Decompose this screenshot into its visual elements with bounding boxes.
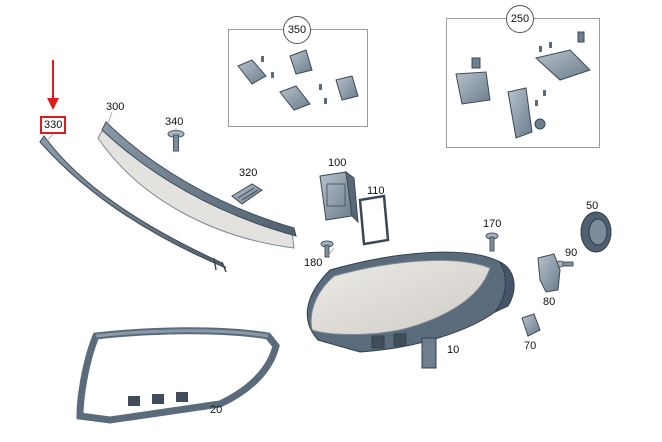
callout-90[interactable]: 90 <box>565 247 578 259</box>
part-90-screw[interactable] <box>555 260 574 268</box>
group-350-parts[interactable] <box>237 49 359 111</box>
part-340-screw[interactable] <box>167 130 185 152</box>
callout-20[interactable]: 20 <box>210 404 223 416</box>
callout-50[interactable]: 50 <box>586 200 599 212</box>
leader-lines <box>45 111 335 257</box>
group-250-label[interactable]: 250 <box>506 5 534 33</box>
part-300-bezel[interactable] <box>97 121 297 249</box>
group-250-box <box>446 18 600 148</box>
callout-110[interactable]: 110 <box>367 185 385 197</box>
part-100-control-unit[interactable] <box>319 170 359 224</box>
part-180-screw[interactable] <box>320 240 334 258</box>
callout-330-highlighted[interactable]: 330 <box>40 116 67 134</box>
callout-100[interactable]: 100 <box>328 157 347 169</box>
group-350-label[interactable]: 350 <box>283 16 311 44</box>
callout-180[interactable]: 180 <box>304 257 323 269</box>
callout-70[interactable]: 70 <box>524 340 537 352</box>
callout-340[interactable]: 340 <box>165 116 184 128</box>
callout-300[interactable]: 300 <box>106 101 125 113</box>
part-70-module[interactable] <box>521 313 541 337</box>
part-330-trim-strip[interactable] <box>39 135 227 273</box>
callout-170[interactable]: 170 <box>483 218 502 230</box>
callout-320[interactable]: 320 <box>239 167 258 179</box>
highlight-arrow <box>47 60 59 110</box>
group-250-parts[interactable] <box>455 31 591 139</box>
part-110-seal[interactable] <box>358 194 390 246</box>
callout-10[interactable]: 10 <box>447 344 460 356</box>
part-80-bracket[interactable] <box>537 253 561 293</box>
part-50-cap[interactable] <box>580 211 612 253</box>
part-20-frame[interactable] <box>76 327 280 424</box>
callout-80[interactable]: 80 <box>543 296 556 308</box>
part-320-grille[interactable] <box>231 183 263 205</box>
part-10-headlamp-housing[interactable] <box>306 251 515 369</box>
part-170-screw[interactable] <box>485 232 499 252</box>
